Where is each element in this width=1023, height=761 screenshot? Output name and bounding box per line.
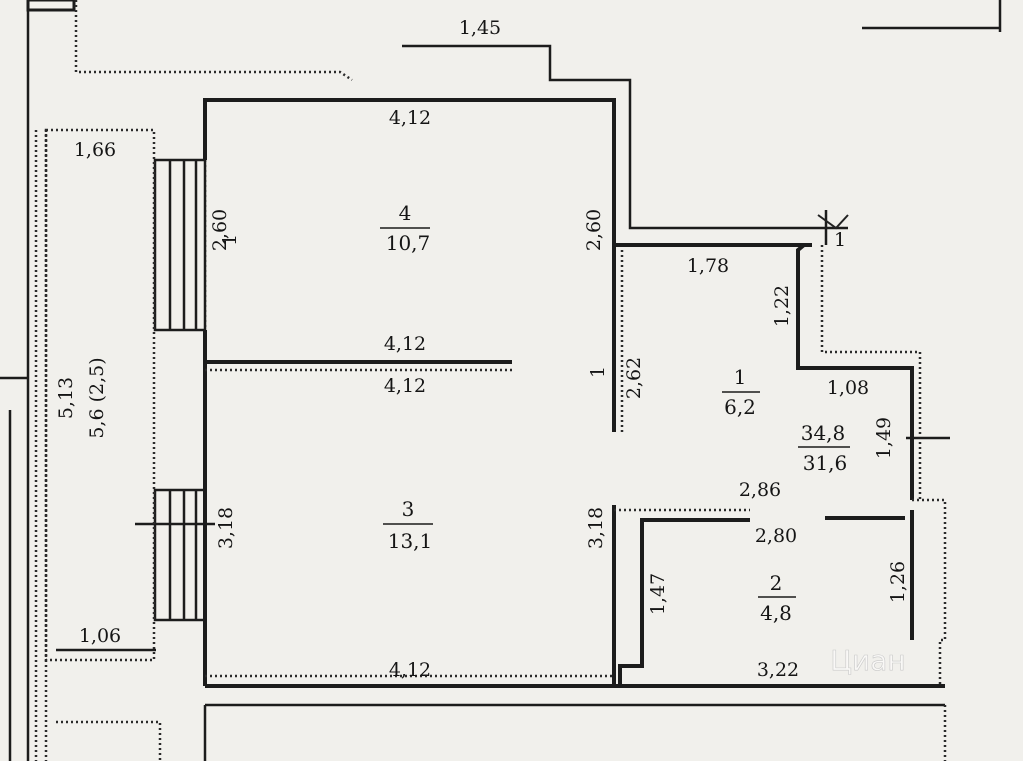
dim-top-outer: 1,45 xyxy=(459,17,501,39)
door-mark-corridor xyxy=(817,214,849,230)
room-2-number: 2 xyxy=(770,571,783,595)
dim-bath-top-outer: 2,86 xyxy=(739,479,781,501)
room4-wall xyxy=(203,98,616,245)
dim-room3-top: 4,12 xyxy=(384,375,426,397)
dim-bath-top-inner: 2,80 xyxy=(755,525,797,547)
corridor-right-step xyxy=(796,243,914,500)
totals-label: 34,8 31,6 xyxy=(798,421,850,475)
room-4-number: 4 xyxy=(399,201,412,225)
living-area: 31,6 xyxy=(803,451,848,475)
room-1-number: 1 xyxy=(734,365,747,389)
room-2-area: 4,8 xyxy=(760,601,792,625)
balcony-label: 5,6 (2,5) xyxy=(86,357,108,438)
watermark: Циан xyxy=(830,644,905,677)
dim-balcony-bottom: 1,06 xyxy=(79,625,121,647)
bath-right-dotted xyxy=(912,498,947,686)
dim-balcony-top: 1,66 xyxy=(74,139,116,161)
dim-hall-partition: 2,62 xyxy=(623,357,645,399)
room-3-label: 3 13,1 xyxy=(383,497,433,553)
dim-bath-left: 1,47 xyxy=(647,573,669,615)
corridor-right-step-dotted xyxy=(820,245,922,500)
room-1-label: 1 6,2 xyxy=(722,365,760,419)
dim-bath-bottom: 3,22 xyxy=(757,659,799,681)
total-area: 34,8 xyxy=(801,421,846,445)
room-1-area: 6,2 xyxy=(724,395,756,419)
dim-room4-bottom: 4,12 xyxy=(384,333,426,355)
dim-room3-height-right: 3,18 xyxy=(585,507,607,549)
dim-room4-top: 4,12 xyxy=(389,107,431,129)
partition-mark: 1 xyxy=(587,366,609,378)
dim-room4-height-right: 2,60 xyxy=(583,209,605,251)
dim-bath-right: 1,26 xyxy=(887,561,909,603)
room-3-area: 13,1 xyxy=(388,529,433,553)
dim-corridor-right-top: 1,22 xyxy=(771,285,793,327)
bath-left-wall xyxy=(618,518,750,686)
room-4-area: 10,7 xyxy=(386,231,431,255)
dim-room3-bottom: 4,12 xyxy=(389,659,431,681)
dim-balcony-left-length: 5,13 xyxy=(55,377,77,419)
room-3-number: 3 xyxy=(402,497,415,521)
dim-corridor-right-mid: 1,49 xyxy=(873,417,895,459)
window-upper xyxy=(153,158,207,332)
upper-outer-wall xyxy=(74,0,353,82)
balcony-outline xyxy=(44,128,156,662)
dim-corridor-top: 1,78 xyxy=(687,255,729,277)
room-2-label: 2 4,8 xyxy=(758,571,796,625)
dim-corridor-step: 1,08 xyxy=(827,377,869,399)
dim-room3-height-left: 3,18 xyxy=(215,507,237,549)
room-mark-left: 1 xyxy=(219,234,241,246)
window-lower xyxy=(135,488,215,622)
room-4-label: 4 10,7 xyxy=(380,201,430,255)
room-mark-right: 1 xyxy=(834,229,846,251)
upper-corridor-wall xyxy=(402,44,848,230)
lower-left-block xyxy=(56,720,162,761)
dim-room4-height-left: 2,60 xyxy=(209,209,231,251)
top-corner-block xyxy=(26,0,76,12)
